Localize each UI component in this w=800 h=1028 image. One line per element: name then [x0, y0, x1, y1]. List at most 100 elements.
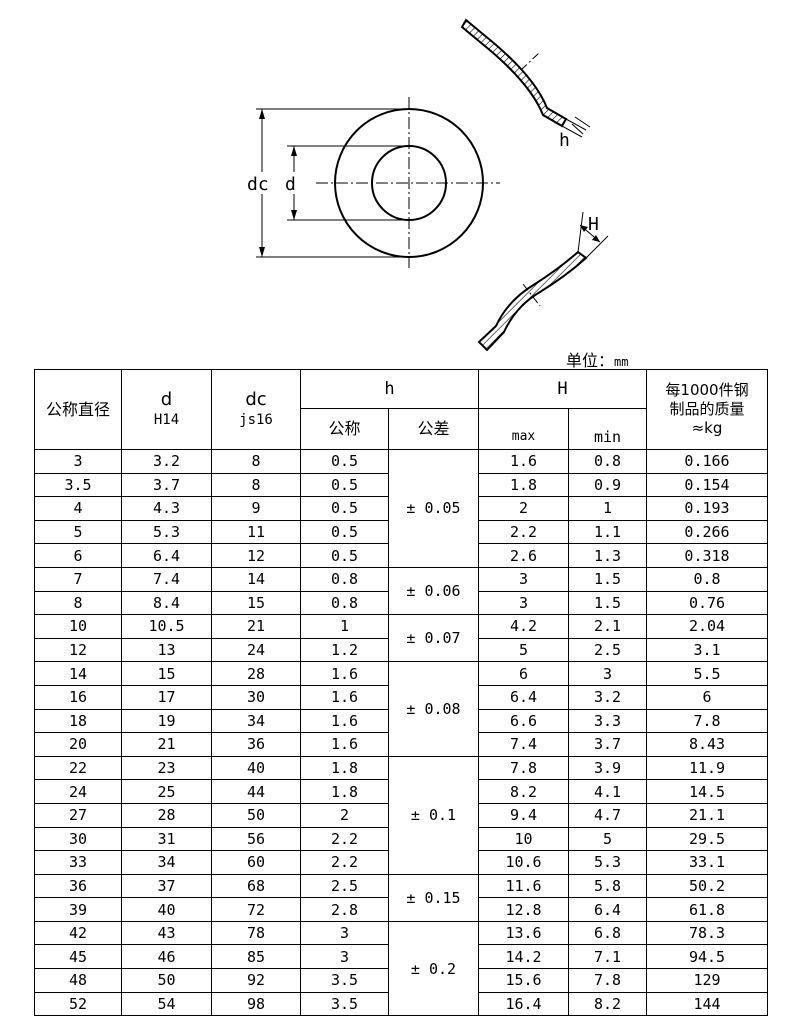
cell-d: 23 [121, 755, 212, 781]
cell-H-min: 4.7 [568, 802, 647, 828]
cell-H-min: 3.9 [568, 755, 647, 781]
cell-H-max: 11.6 [478, 873, 569, 899]
cell-h-tolerance: ± 0.07 [388, 614, 479, 663]
cell-H-max: 10.6 [478, 850, 569, 875]
cell-h-nominal: 1.6 [300, 732, 389, 757]
cell-nominal: 33 [34, 850, 122, 875]
cell-h-nominal: 2.2 [300, 826, 389, 852]
cell-H-max: 4.2 [478, 614, 569, 639]
cell-d: 28 [121, 802, 212, 828]
cell-nominal: 5 [34, 519, 122, 545]
cell-dc: 72 [211, 897, 301, 922]
cell-mass: 0.76 [646, 590, 768, 616]
header-d-symbol: d [160, 388, 173, 410]
cell-h-nominal: 0.5 [300, 543, 389, 568]
cell-d: 31 [121, 826, 212, 852]
cell-mass: 33.1 [646, 850, 768, 875]
cell-mass: 50.2 [646, 873, 768, 899]
cell-H-max: 6.4 [478, 684, 569, 710]
cell-H-min: 0.8 [568, 449, 647, 474]
cell-nominal: 14 [34, 661, 122, 686]
header-H-min: min [568, 408, 647, 450]
header-d-tolerance: H14 [153, 411, 180, 428]
cell-nominal: 7 [34, 566, 122, 592]
cell-dc: 56 [211, 826, 301, 852]
header-mass: 每1000件钢 制品的质量 ≈kg [646, 369, 768, 450]
cell-H-max: 15.6 [478, 968, 569, 993]
cell-nominal: 30 [34, 826, 122, 852]
cell-H-max: 1.6 [478, 449, 569, 474]
cell-nominal: 4 [34, 496, 122, 521]
cell-H-min: 3.2 [568, 684, 647, 710]
cell-H-max: 6 [478, 661, 569, 686]
cell-H-min: 2.1 [568, 614, 647, 639]
cell-mass: 0.193 [646, 496, 768, 521]
cell-H-min: 4.1 [568, 779, 647, 804]
cell-dc: 15 [211, 590, 301, 616]
cell-mass: 61.8 [646, 897, 768, 922]
washer-section-bottom [477, 211, 609, 352]
cell-dc: 44 [211, 779, 301, 804]
cell-h-tolerance: ± 0.05 [388, 449, 479, 568]
cell-d: 3.7 [121, 472, 212, 498]
cell-dc: 36 [211, 732, 301, 757]
cell-h-nominal: 2 [300, 802, 389, 828]
cell-mass: 129 [646, 968, 768, 993]
header-h-nominal: 公称 [300, 408, 389, 450]
cell-H-max: 10 [478, 826, 569, 852]
cell-H-max: 2.2 [478, 519, 569, 545]
cell-dc: 85 [211, 944, 301, 970]
cell-H-min: 0.9 [568, 472, 647, 498]
cell-nominal: 39 [34, 897, 122, 922]
cell-h-nominal: 2.8 [300, 897, 389, 922]
cell-mass: 11.9 [646, 755, 768, 781]
cell-d: 37 [121, 873, 212, 899]
dc-label: dc [247, 174, 269, 195]
header-H-max: max [478, 408, 569, 450]
cell-H-max: 8.2 [478, 779, 569, 804]
header-h-tolerance: 公差 [388, 408, 479, 450]
cell-h-nominal: 1.2 [300, 637, 389, 663]
cell-h-tolerance: ± 0.1 [388, 755, 479, 875]
cell-h-nominal: 0.5 [300, 496, 389, 521]
header-h: h [300, 369, 479, 409]
cell-dc: 9 [211, 496, 301, 521]
cell-mass: 29.5 [646, 826, 768, 852]
cell-mass: 144 [646, 991, 768, 1017]
unit-value: mm [614, 355, 629, 369]
cell-nominal: 36 [34, 873, 122, 899]
cell-h-tolerance: ± 0.08 [388, 661, 479, 757]
cell-mass: 5.5 [646, 661, 768, 686]
cell-d: 46 [121, 944, 212, 970]
cell-dc: 21 [211, 614, 301, 639]
cell-H-min: 8.2 [568, 991, 647, 1017]
cell-h-tolerance: ± 0.15 [388, 873, 479, 922]
cell-H-max: 3 [478, 590, 569, 616]
cell-h-nominal: 0.5 [300, 519, 389, 545]
header-nominal-diameter: 公称直径 [34, 369, 122, 450]
cell-d: 34 [121, 850, 212, 875]
cell-H-min: 7.1 [568, 944, 647, 970]
cell-d: 10.5 [121, 614, 212, 639]
cell-dc: 50 [211, 802, 301, 828]
cell-h-nominal: 0.5 [300, 449, 389, 474]
cell-H-min: 5 [568, 826, 647, 852]
cell-d: 17 [121, 684, 212, 710]
cell-H-min: 2.5 [568, 637, 647, 663]
cell-H-min: 1.5 [568, 566, 647, 592]
cell-mass: 0.318 [646, 543, 768, 568]
cell-dc: 8 [211, 449, 301, 474]
cell-dc: 98 [211, 991, 301, 1017]
cell-mass: 0.154 [646, 472, 768, 498]
cell-nominal: 42 [34, 920, 122, 946]
cell-mass: 2.04 [646, 614, 768, 639]
